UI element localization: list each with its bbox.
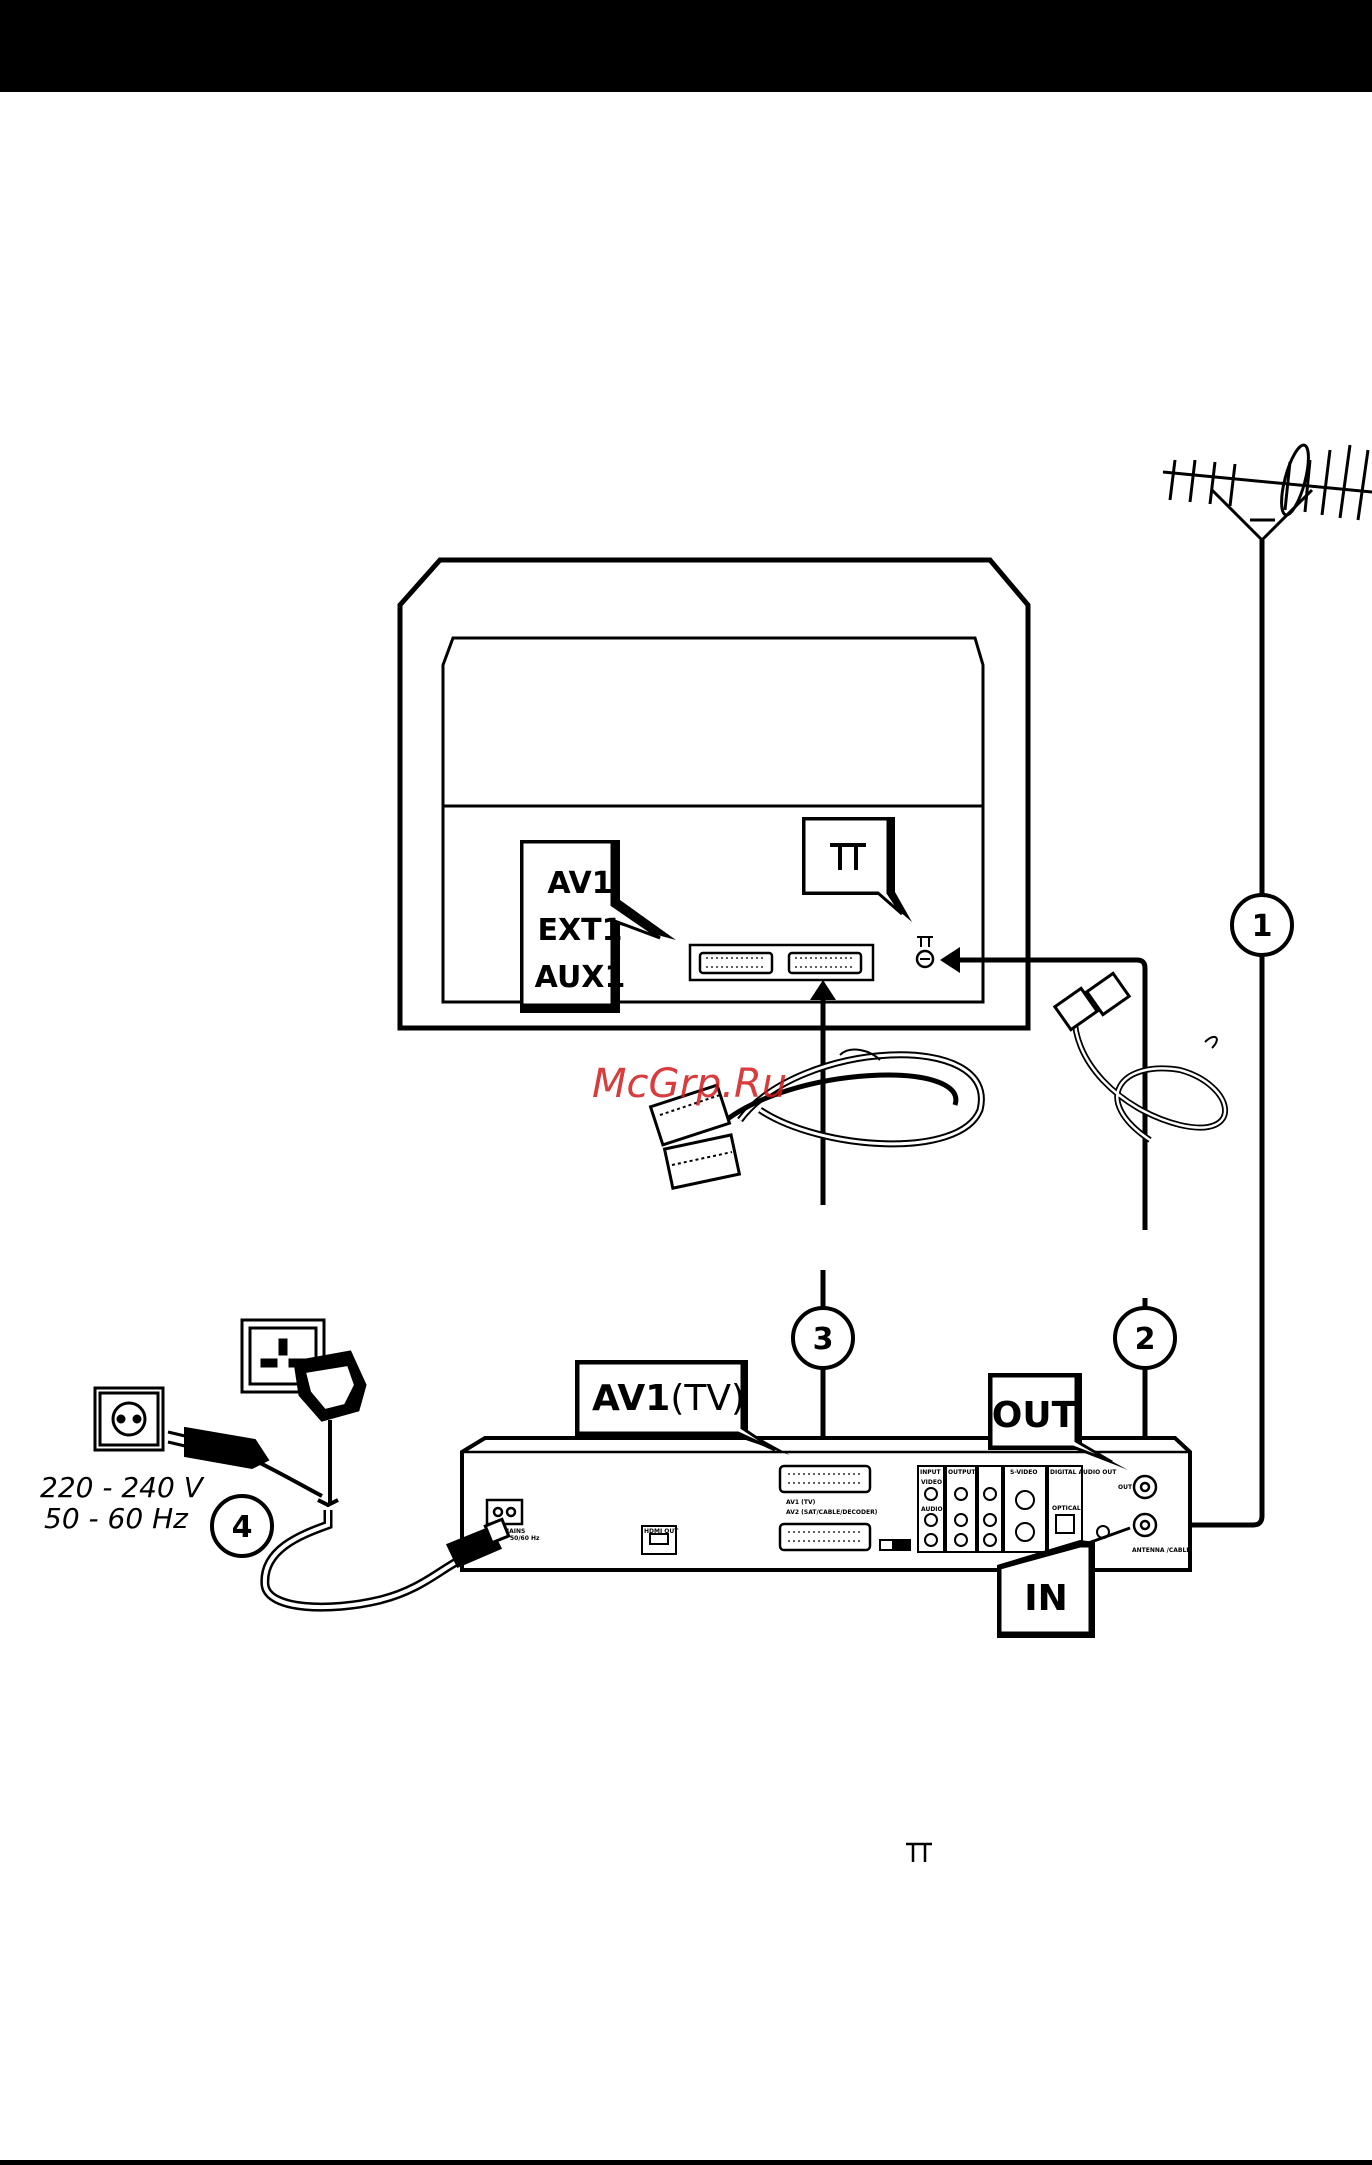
av1-tv-label: AV1(TV): [592, 1378, 745, 1419]
io-svideo-label: S-VIDEO: [1010, 1469, 1037, 1476]
antenna-cable-label: ANTENNA /CABLE: [1132, 1547, 1190, 1554]
uk-plug-icon: [295, 1352, 365, 1505]
tv-label-ext1: EXT1: [538, 913, 623, 948]
recorder-antenna-out-socket: [1134, 1476, 1156, 1498]
header-bar: [0, 0, 1372, 92]
rf-cable-coil: [1075, 1010, 1225, 1140]
antenna-symbol-footer-icon: [906, 1844, 932, 1862]
step-3-number: 3: [813, 1322, 834, 1357]
power-rating-label: 50/60 Hz: [510, 1535, 540, 1542]
cable-antenna-to-recorder: [1170, 540, 1262, 1525]
antenna-out-small-label: OUT: [1118, 1484, 1133, 1491]
recorder-scart-av1: [780, 1466, 870, 1492]
tv-scart-sockets: [690, 945, 873, 980]
io-optical-label: OPTICAL: [1052, 1505, 1081, 1512]
hdmi-label: HDMI OUT: [644, 1528, 679, 1535]
watermark-text: McGrp.Ru: [592, 1061, 787, 1107]
scart-av2-label: AV2 (SAT/CABLE/DECODER): [786, 1509, 878, 1516]
tv-label-av1: AV1: [547, 866, 612, 901]
io-video-label: VIDEO: [921, 1479, 942, 1486]
tv-label-aux1: AUX1: [535, 960, 626, 995]
mains-cord: [265, 1500, 460, 1607]
recorder-antenna-in-socket: [1134, 1514, 1156, 1536]
step-2-badge: 2: [1115, 1308, 1175, 1368]
mains-voltage: 220 - 240 V: [40, 1471, 205, 1504]
rf-plug-icon: [1055, 973, 1129, 1029]
recorder-scart-av2: [780, 1524, 870, 1550]
io-output-label: OUTPUT: [948, 1469, 976, 1476]
euro-wall-socket-icon: [95, 1388, 163, 1450]
out-label: OUT: [992, 1395, 1077, 1436]
io-digital-label: DIGITAL AUDIO OUT: [1050, 1469, 1117, 1476]
step-4-number: 4: [232, 1510, 253, 1545]
mains-frequency: 50 - 60 Hz: [44, 1502, 189, 1535]
av1-tv-label-paren: (TV): [670, 1378, 745, 1419]
recorder-switch: [880, 1540, 910, 1550]
step-4-badge: 4: [212, 1496, 272, 1556]
io-audio-label: AUDIO: [921, 1506, 943, 1513]
step-3-badge: 3: [793, 1308, 853, 1368]
step-1-number: 1: [1252, 909, 1273, 944]
in-label: IN: [1024, 1578, 1068, 1619]
step-1-badge: 1: [1232, 895, 1292, 955]
av1-tv-label-bold: AV1: [592, 1378, 670, 1419]
footer-rule: [0, 2160, 1372, 2165]
step-2-number: 2: [1135, 1322, 1156, 1357]
scart-av1-label: AV1 (TV): [786, 1499, 816, 1506]
io-input-label: INPUT: [920, 1469, 942, 1476]
recorder-power-socket: [487, 1500, 522, 1524]
antenna-icon: [1163, 443, 1372, 970]
